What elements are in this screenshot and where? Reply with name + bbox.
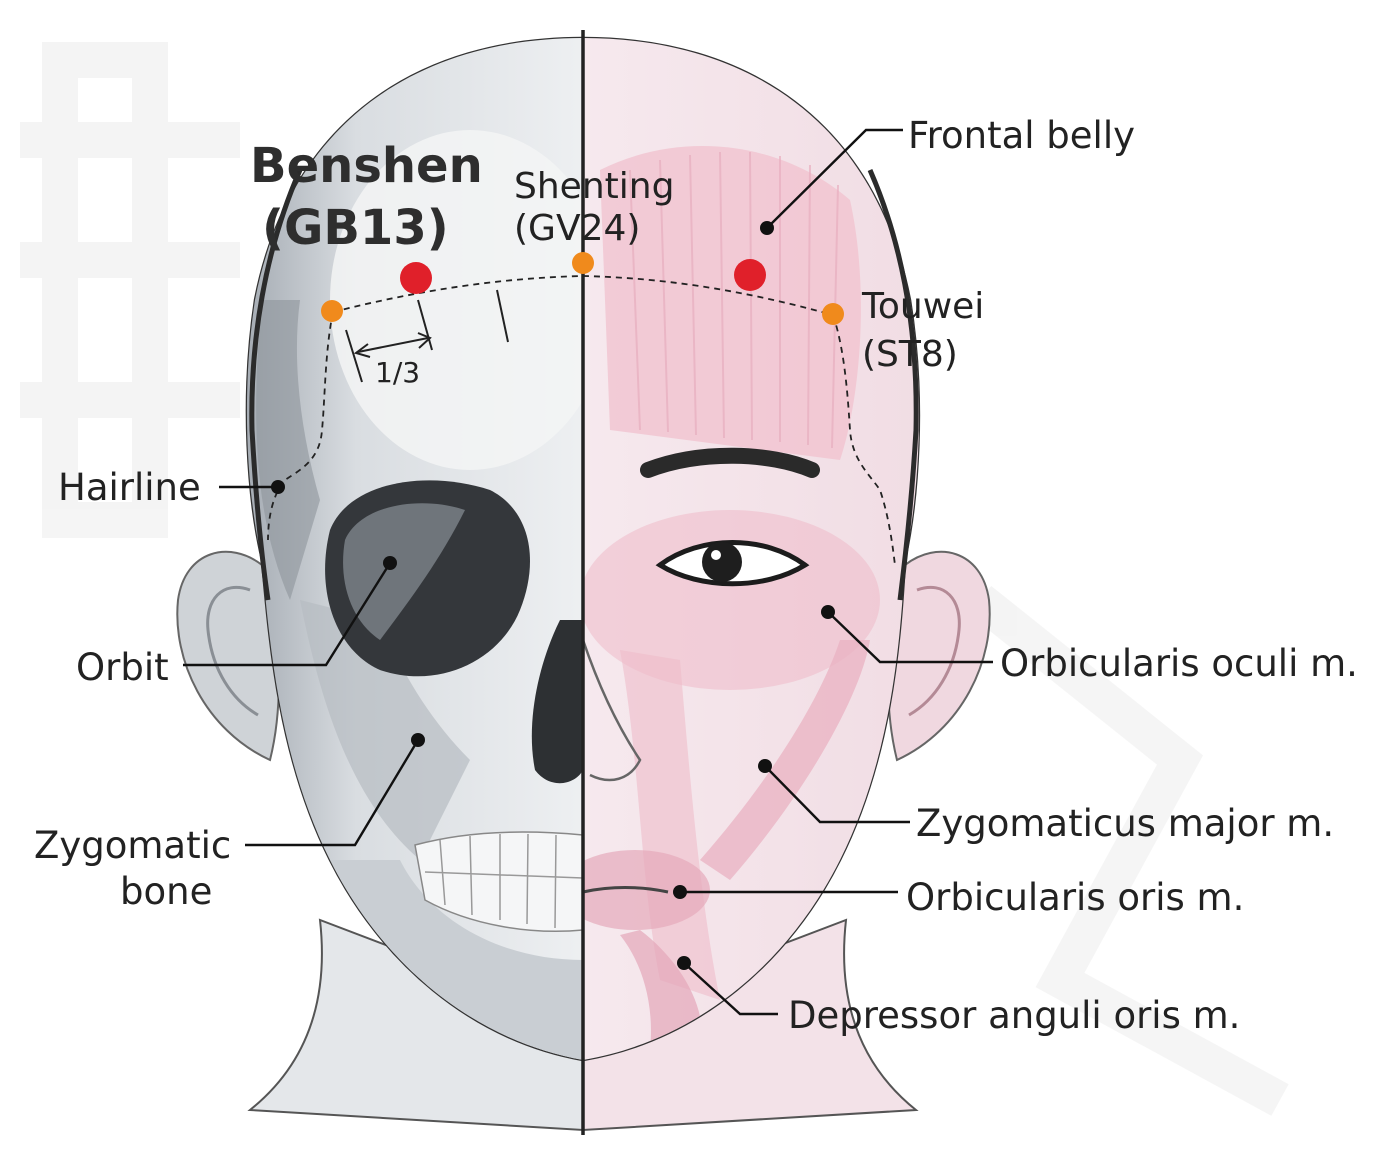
label-hairline: Hairline [58, 466, 201, 509]
label-zygomatic-1: Zygomatic [34, 824, 231, 867]
label-depressor: Depressor anguli oris m. [788, 994, 1240, 1037]
measurement [345, 289, 509, 383]
label-frontal-belly: Frontal belly [908, 114, 1135, 157]
orbit-socket [325, 480, 530, 677]
right-eyebrow [640, 447, 820, 478]
label-zygomatic-2: bone [120, 870, 212, 913]
right-eye [655, 540, 810, 587]
touwei-point-left [321, 300, 343, 322]
mouth [582, 886, 669, 894]
label-orbicularis-oris: Orbicularis oris m. [906, 876, 1244, 919]
label-zygomaticus-major: Zygomaticus major m. [916, 802, 1334, 845]
measure-label: 1/3 [375, 356, 420, 389]
leader-lines [183, 128, 993, 1016]
shenting-code: (GV24) [514, 208, 640, 249]
title-code: (GB13) [262, 200, 449, 256]
shenting-name: Shenting [514, 166, 674, 207]
benshen-point-right [734, 259, 766, 291]
benshen-point-left [400, 262, 432, 294]
touwei-name: Touwei [861, 286, 984, 327]
right-hair [249, 168, 919, 601]
neck [247, 918, 919, 1132]
hairline-curve [267, 275, 896, 566]
touwei-code: (ST8) [862, 334, 958, 375]
shenting-point [572, 252, 594, 274]
leader-dots [271, 221, 835, 970]
label-orbicularis-oculi: Orbicularis oculi m. [1000, 642, 1358, 685]
label-orbit: Orbit [76, 646, 169, 689]
touwei-point-right [822, 303, 844, 325]
title-name: Benshen [250, 138, 483, 194]
nose [581, 639, 642, 782]
